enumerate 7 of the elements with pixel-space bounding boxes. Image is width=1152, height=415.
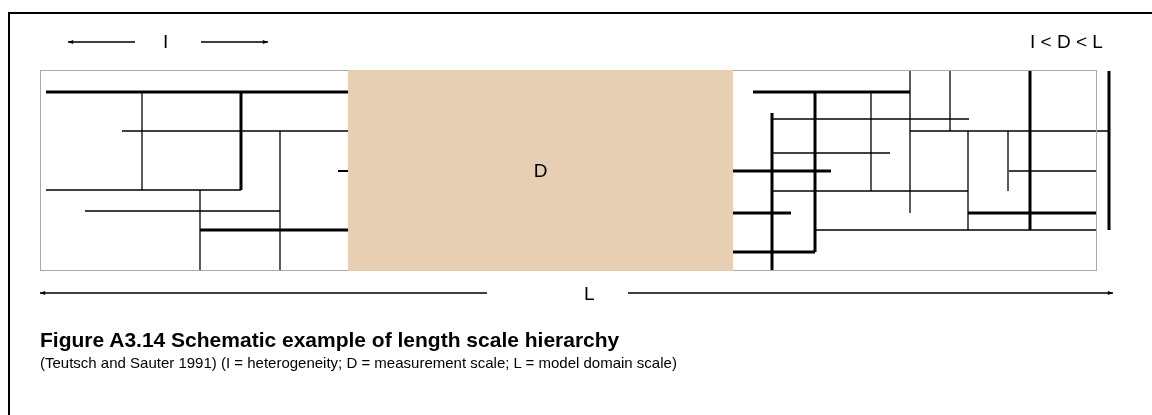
dimension-label: I <box>163 31 169 53</box>
dimension-label: L <box>584 283 595 305</box>
scale-relation-label: I < D < L <box>1030 31 1103 53</box>
measurement-block <box>348 70 733 271</box>
block-label: D <box>533 159 548 182</box>
figure-title: Figure A3.14 Schematic example of length scale hierarchy <box>40 327 620 353</box>
figure-caption: (Teutsch and Sauter 1991) (I = heterogeneity; D = measurement scale; L = model domain scale) <box>40 354 677 372</box>
